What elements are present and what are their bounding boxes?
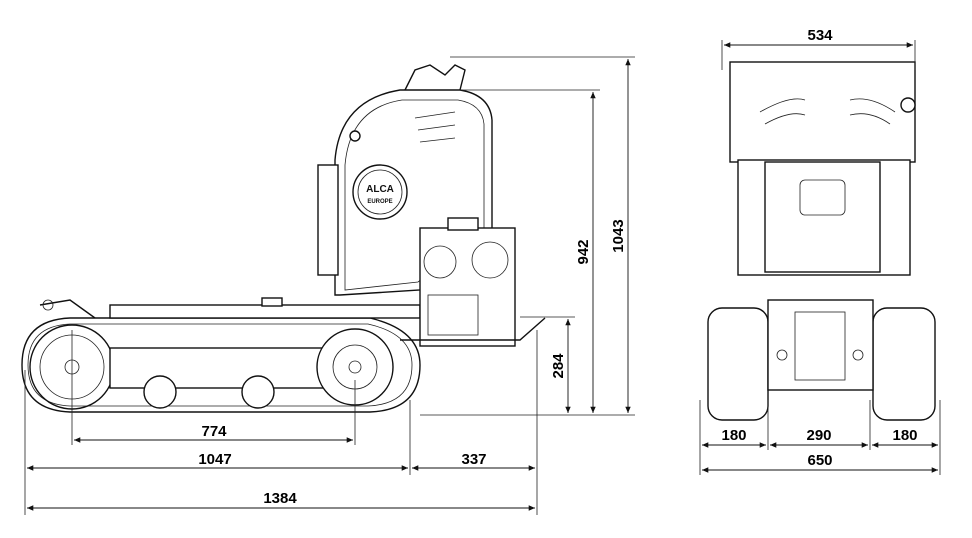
engine xyxy=(400,217,546,347)
dim-337: 337 xyxy=(412,330,538,515)
svg-text:180: 180 xyxy=(892,427,917,444)
svg-text:1384: 1384 xyxy=(263,490,297,507)
front-view: 534 180 290 180 650 xyxy=(699,27,941,475)
right-track xyxy=(872,307,936,421)
dim-180-left: 180 xyxy=(702,427,766,448)
dim-534: 534 xyxy=(721,27,916,70)
dim-774: 774 xyxy=(71,330,356,445)
svg-text:650: 650 xyxy=(807,452,832,469)
dim-942: 942 xyxy=(460,89,600,413)
platform xyxy=(109,304,421,319)
track xyxy=(21,299,421,413)
dim-180-right: 180 xyxy=(872,427,938,448)
side-view: ALCA EUROPE 774 1047 xyxy=(21,56,635,515)
dim-1043: 1043 xyxy=(450,56,635,413)
svg-text:942: 942 xyxy=(575,239,592,264)
dim-1384: 1384 xyxy=(26,490,535,511)
dim-284: 284 xyxy=(520,316,575,413)
left-track xyxy=(707,307,769,421)
dim-290: 290 xyxy=(770,427,868,448)
platform-block xyxy=(261,297,283,307)
svg-text:774: 774 xyxy=(201,423,227,440)
dim-650: 650 xyxy=(702,452,938,473)
dim-1047: 1047 xyxy=(24,370,411,515)
svg-text:534: 534 xyxy=(807,27,833,44)
logo xyxy=(352,164,408,220)
svg-text:1043: 1043 xyxy=(610,219,627,252)
svg-text:337: 337 xyxy=(461,451,486,468)
svg-text:EUROPE: EUROPE xyxy=(367,199,392,205)
svg-text:1047: 1047 xyxy=(198,451,231,468)
svg-text:ALCA: ALCA xyxy=(366,184,394,195)
svg-text:290: 290 xyxy=(806,427,831,444)
svg-text:180: 180 xyxy=(721,427,746,444)
svg-text:284: 284 xyxy=(550,353,567,379)
